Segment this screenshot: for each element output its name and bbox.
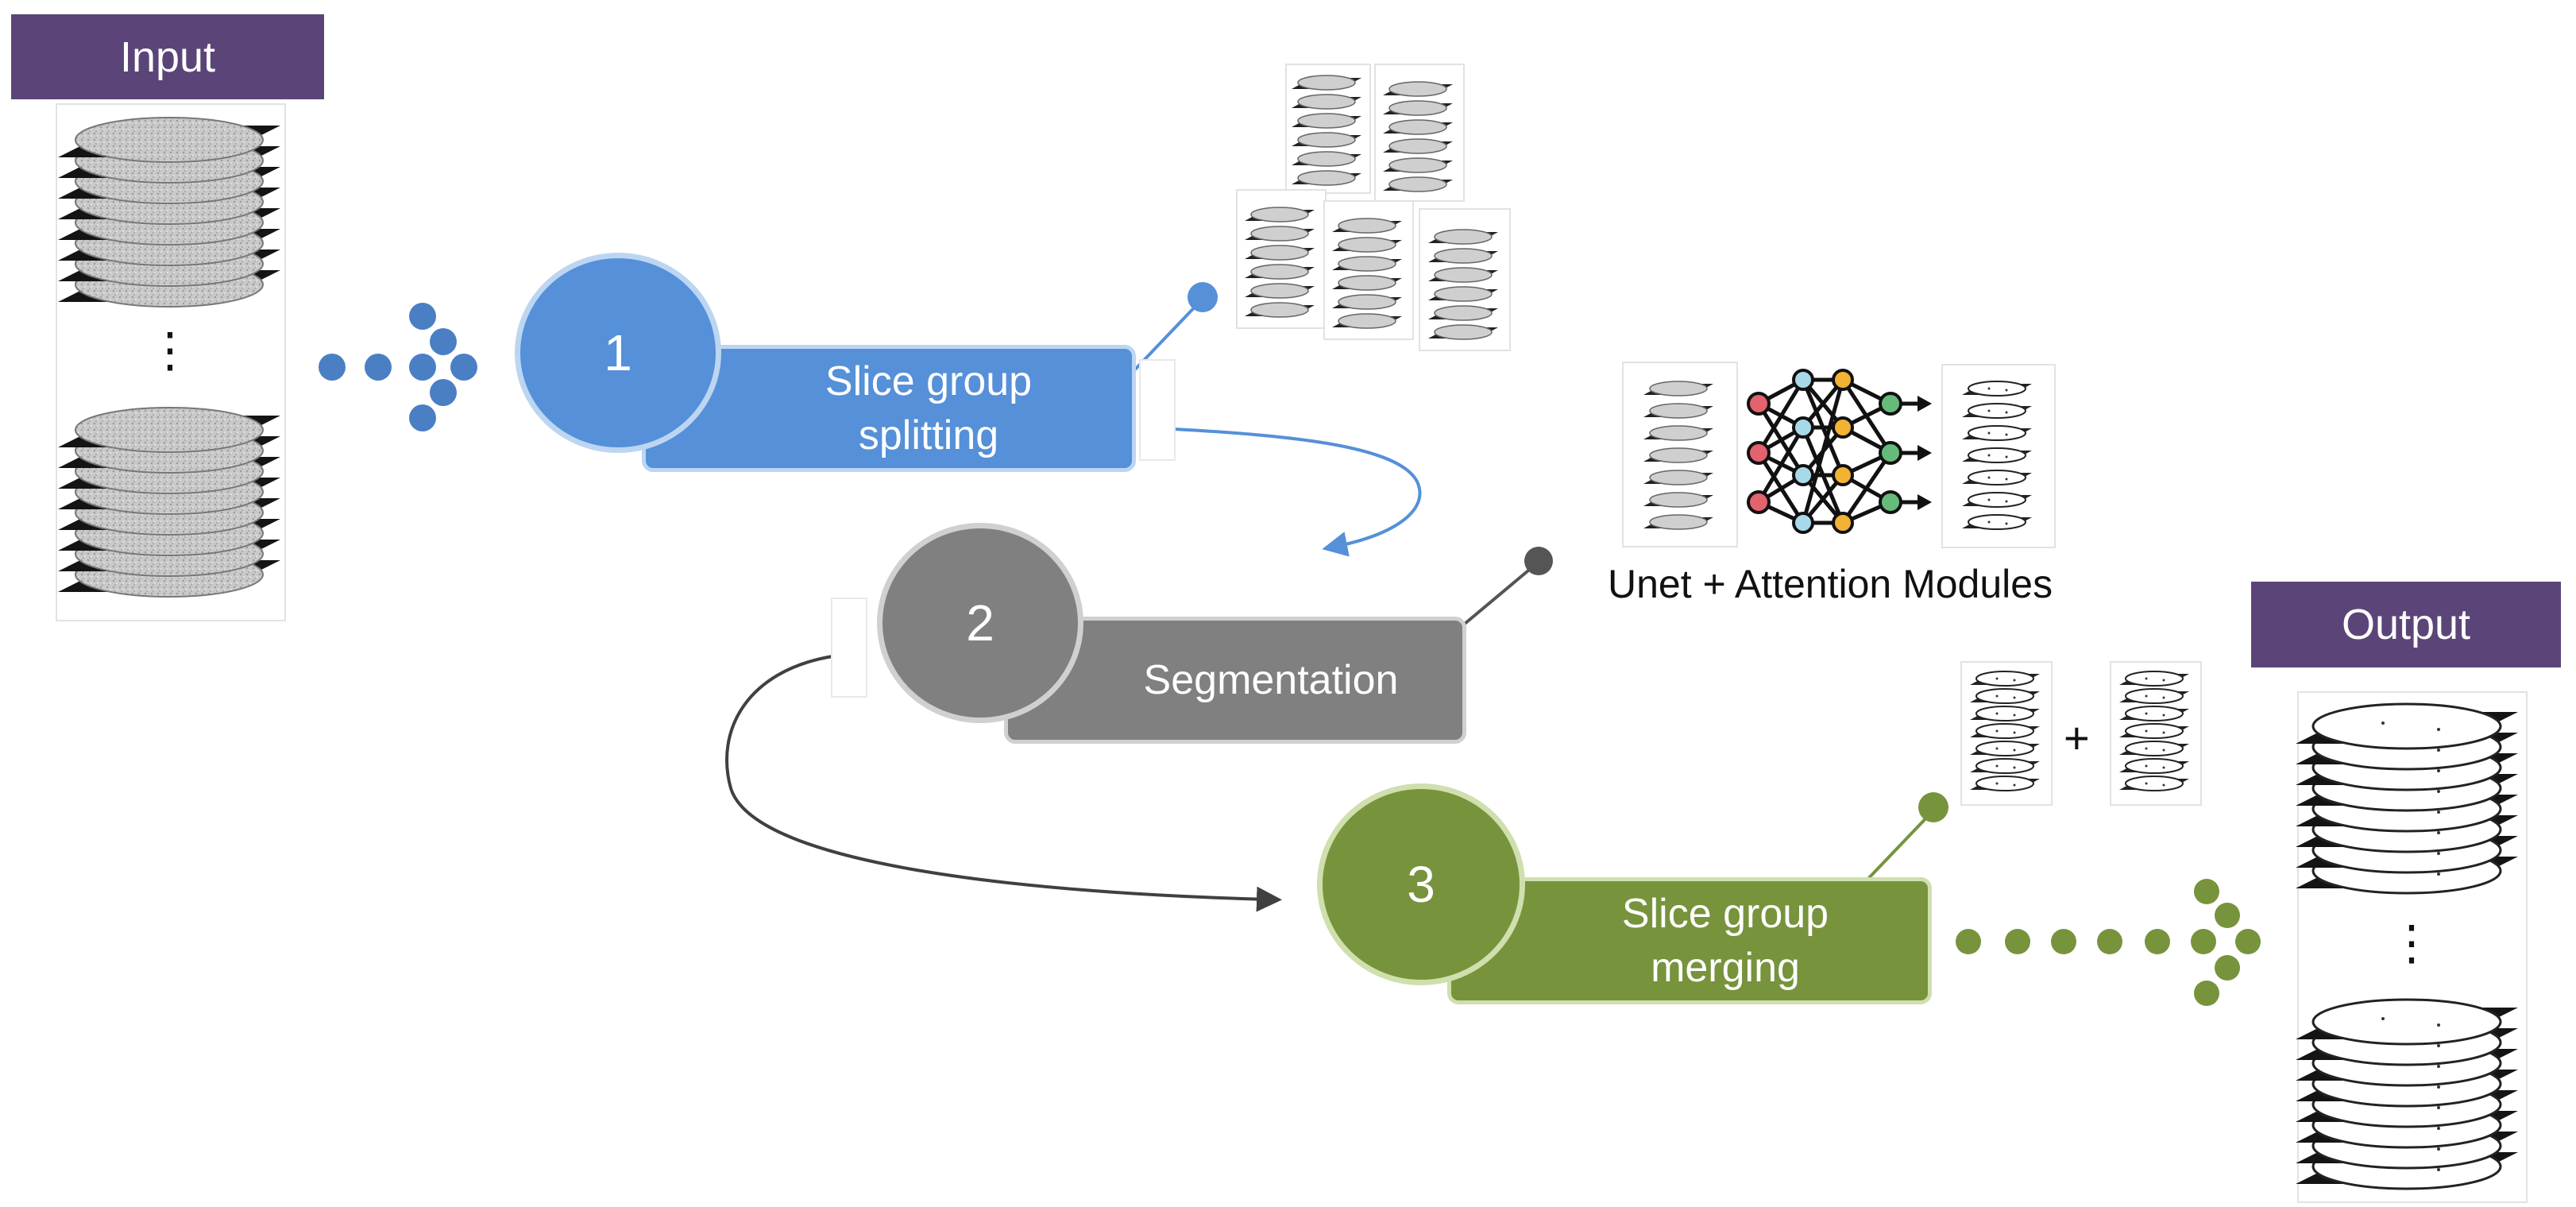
step1-label-line1: Slice group (825, 358, 1033, 404)
network-caption: Unet + Attention Modules (1608, 562, 2053, 606)
step3-label-line2: merging (1651, 945, 1800, 991)
output-header-label: Output (2341, 601, 2471, 648)
step3-number: 3 (1407, 856, 1435, 913)
output-header: Output (2251, 582, 2561, 667)
step3-label-bar: Slice group merging (1447, 877, 1932, 1004)
slice-group-card (1236, 189, 1327, 329)
step3-connector (1862, 792, 1948, 885)
segmented-slices-card (1941, 364, 2056, 548)
step1-tab (1139, 359, 1176, 461)
neural-network-icon (1747, 369, 1932, 534)
step2-tab (831, 598, 867, 698)
slice-group-card (1285, 64, 1371, 194)
input-header: Input (11, 14, 324, 99)
input-header-label: Input (119, 33, 216, 81)
slice-group-card (1374, 64, 1465, 202)
slice-group-card (1323, 200, 1414, 340)
step3-circle: 3 (1317, 783, 1525, 985)
output-dot-arrow (1956, 879, 2261, 1006)
input-dot-arrow (319, 303, 477, 431)
step1-connector (1133, 282, 1218, 372)
step2-label-bar: Segmentation (1004, 617, 1466, 744)
step1-circle: 1 (515, 253, 721, 453)
slice-group-card (1419, 208, 1511, 351)
step3-label-line1: Slice group (1621, 891, 1829, 937)
grayscale-slices-card (1622, 362, 1738, 547)
step2-circle: 2 (877, 523, 1083, 723)
step1-label-line2: splitting (858, 412, 999, 458)
merge-plus-sign: + (2064, 713, 2090, 763)
output-ellipsis: ⋮ (2388, 916, 2435, 969)
merge-group-card-a (1960, 661, 2053, 806)
step1-number: 1 (604, 324, 632, 381)
step2-number: 2 (966, 594, 994, 652)
flow-arrow-1-to-2 (1173, 427, 1422, 557)
step2-connector (1458, 547, 1553, 629)
step2-label-line1: Segmentation (1143, 657, 1399, 703)
input-ellipsis: ⋮ (146, 323, 194, 377)
merge-group-card-b (2110, 661, 2202, 806)
